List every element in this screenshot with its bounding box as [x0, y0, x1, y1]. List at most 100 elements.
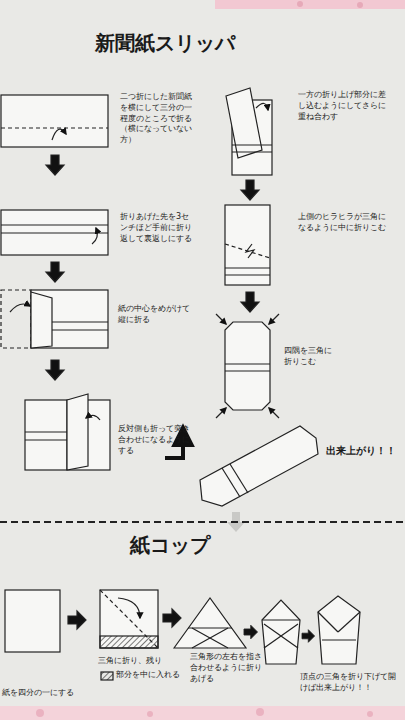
cup-figure: [322, 639, 356, 640]
fold-step: [188, 627, 232, 628]
fold-step: [192, 628, 228, 648]
hatch-swatch: [101, 672, 113, 680]
tape-strip: [357, 2, 363, 8]
fold-step: [225, 205, 270, 285]
step-arrow: [227, 512, 245, 532]
fold-step: [225, 205, 270, 285]
step-arrow: [302, 630, 315, 643]
step-note: 四隅を三角に折りこむ: [284, 346, 336, 368]
fold-step: [1, 232, 108, 233]
fold-step: [225, 363, 270, 364]
step-note: 一方の折り上げ部分に差し込むようにしてさらに重ね合わす: [298, 90, 390, 122]
fold-step: [92, 228, 97, 244]
tape-strip: [0, 706, 405, 720]
page-title: 新聞紙スリッパ: [95, 30, 235, 57]
slipper-figure: [230, 464, 248, 493]
fold-step: [25, 439, 67, 440]
step-note: 出来上がり！！: [326, 444, 400, 458]
fold-step: [226, 88, 262, 158]
tape-strip: [36, 709, 44, 717]
fold-step: [232, 151, 272, 152]
fold-step: [31, 290, 108, 348]
fold-step: [25, 394, 110, 470]
cup-figure: [262, 600, 300, 664]
illustration: [1, 88, 318, 506]
fold-step: [174, 598, 246, 648]
fold-step: [100, 636, 158, 648]
cup-figure: [318, 596, 360, 664]
fold-step: [67, 394, 88, 470]
fold-step: [1, 224, 108, 225]
fold-step: [52, 129, 66, 140]
step-note: 反対側も折って突き合わせになるようにする: [118, 424, 196, 456]
fold-step: [31, 292, 52, 348]
tape-strip: [256, 708, 264, 716]
cup-figure: [264, 624, 298, 648]
fold-step: [1, 290, 108, 348]
slipper-figure: [222, 468, 240, 497]
fold-step: [1, 210, 108, 255]
fold-step: [232, 144, 272, 145]
fold-step: [225, 244, 270, 258]
fold-step: [225, 370, 270, 371]
paper-square: [5, 590, 60, 652]
fold-step: [269, 408, 279, 418]
step-arrow: [46, 360, 64, 380]
step-note: 部分を中に入れる: [116, 670, 186, 681]
cup-figure: [318, 596, 360, 664]
tape-strip: [215, 0, 405, 9]
illustration: [5, 590, 360, 680]
step-arrow: [68, 611, 86, 629]
step-note: 紙の中心をめがけて縦に折る: [118, 304, 192, 326]
cup-figure: [264, 624, 298, 648]
step-note: 三角に折り、残り: [98, 656, 176, 667]
fold-step: [225, 267, 270, 268]
step-arrow: [163, 609, 181, 627]
fold-step: [1, 210, 108, 255]
fold-step: [246, 244, 254, 258]
section-heading: 紙コップ: [130, 532, 240, 559]
fold-step: [10, 304, 30, 312]
step-note: 頂点の三角を折り下げて開けば出来上がり！！: [300, 672, 400, 694]
fold-step: [118, 598, 140, 618]
fold-step: [225, 274, 270, 275]
step-arrow: [241, 180, 259, 200]
tape-strip: [297, 1, 303, 7]
fold-step: [226, 88, 272, 175]
step-note: 二つ折にした新聞紙を横にして三分の一程度のところで折る（横になっていない方）: [120, 92, 194, 146]
cup-figure: [262, 600, 300, 664]
fold-step: [225, 322, 270, 410]
section-divider: [0, 521, 405, 523]
step-note: 上側のヒラヒラが三角になるように中に折りこむ: [298, 212, 388, 234]
tape-strip: [147, 711, 153, 717]
fold-step: [100, 590, 158, 648]
fold-step: [1, 290, 31, 348]
fold-step: [192, 628, 228, 648]
fold-step: [216, 314, 279, 418]
cup-figure: [318, 612, 338, 632]
fold-step: [1, 95, 108, 147]
fold-step: [174, 598, 246, 648]
step-arrow: [46, 262, 64, 282]
step-note: 紙を四分の一にする: [2, 688, 88, 699]
fold-step: [216, 314, 226, 324]
slipper-figure: [200, 426, 318, 506]
cup-figure: [262, 619, 300, 620]
tape-strip: [367, 711, 373, 717]
step-note: 三角形の左右を指さ合わせるように折りあげる: [190, 652, 264, 684]
step-arrow: [244, 625, 258, 639]
fold-step: [1, 95, 108, 147]
step-arrow: [46, 155, 64, 175]
slipper-figure: [200, 426, 318, 506]
fold-step: [86, 415, 100, 420]
fold-step: [216, 408, 226, 418]
fold-step: [100, 590, 158, 648]
step-note: 折りあげた先を3センチほど手前に折り返して裏返しにする: [120, 212, 194, 244]
fold-step: [100, 590, 158, 648]
fold-step: [25, 431, 67, 432]
fold-step: [269, 314, 279, 324]
fold-step: [256, 103, 268, 110]
fold-step: [1, 127, 108, 128]
step-arrow: [241, 292, 259, 312]
